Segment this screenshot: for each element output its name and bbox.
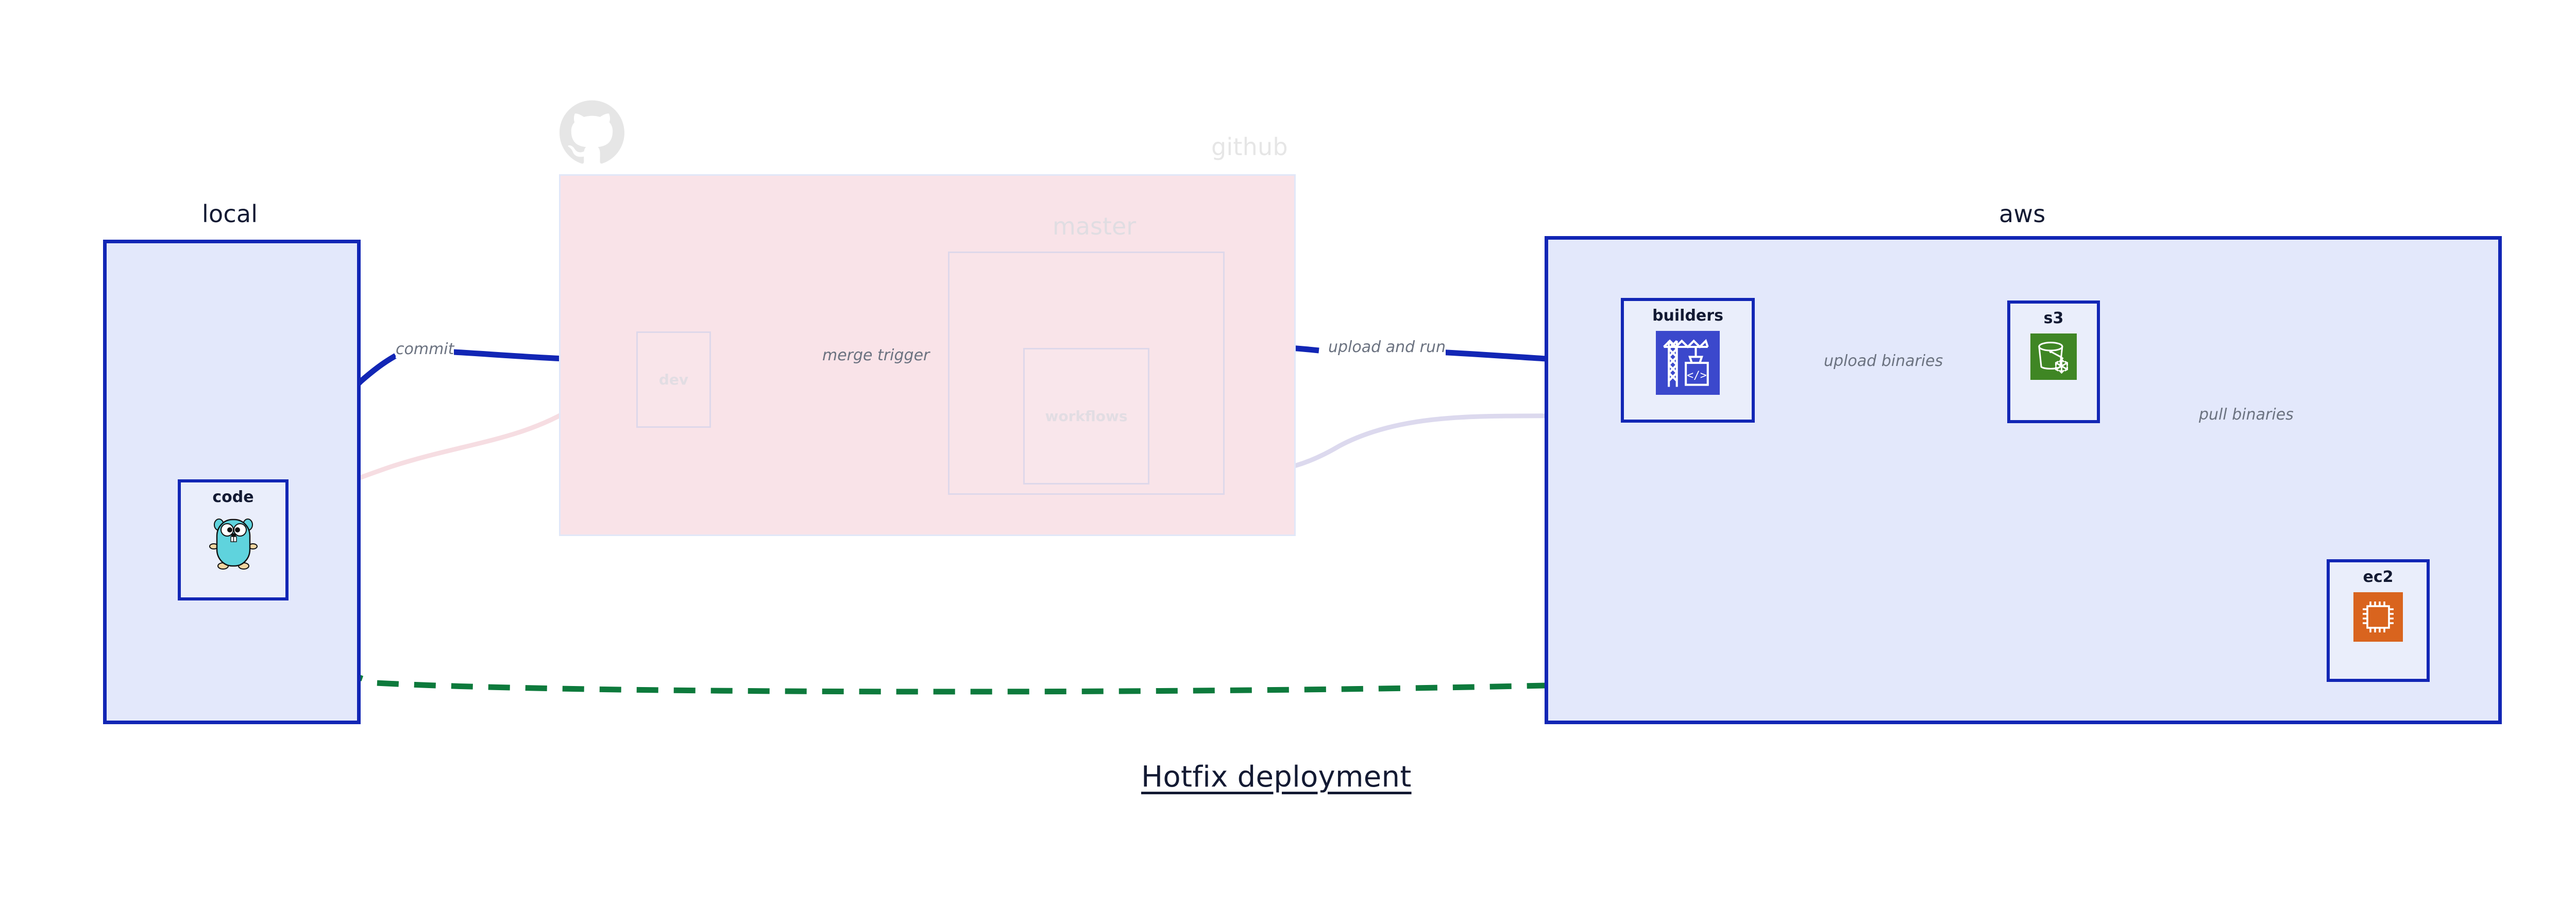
cluster-label-local: local: [202, 200, 258, 228]
page-title: Hotfix deployment: [1141, 760, 1412, 794]
svg-text:</>: </>: [1687, 369, 1706, 382]
node-label-code: code: [212, 488, 254, 506]
github-octocat-icon: [560, 99, 624, 164]
node-s3[interactable]: s3: [2007, 300, 2100, 423]
edge-label-upload-binaries: upload binaries: [1824, 352, 1943, 370]
node-ec2[interactable]: ec2: [2327, 559, 2430, 682]
edge-label-pull-binaries: pull binaries: [2199, 406, 2294, 424]
subcluster-master[interactable]: [948, 252, 1225, 495]
node-label-builders: builders: [1652, 307, 1723, 325]
node-label-ec2: ec2: [2363, 568, 2394, 586]
node-label-dev: dev: [658, 371, 689, 388]
cluster-label-aws: aws: [1999, 200, 2046, 228]
aws-s3-glacier-icon: [2030, 333, 2077, 382]
edge-label-merge-trigger: merge trigger: [822, 346, 930, 364]
cluster-label-github: github: [1211, 133, 1288, 161]
node-code[interactable]: code: [178, 479, 289, 600]
aws-ec2-icon: [2353, 592, 2403, 644]
node-label-s3: s3: [2043, 309, 2064, 327]
subcluster-label-master: master: [1053, 212, 1137, 240]
aws-codebuild-icon: </>: [1656, 331, 1720, 397]
node-workflows[interactable]: workflows: [1023, 348, 1149, 485]
go-gopher-icon: [209, 512, 258, 572]
node-label-workflows: workflows: [1045, 407, 1128, 425]
node-builders[interactable]: builders </>: [1621, 298, 1755, 423]
node-dev[interactable]: dev: [636, 331, 711, 428]
edge-label-upload-and-run: upload and run: [1328, 338, 1446, 356]
edge-label-commit: commit: [396, 340, 454, 358]
